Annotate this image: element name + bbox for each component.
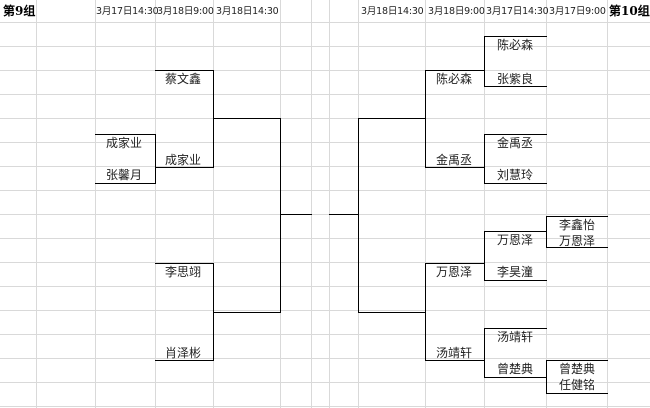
player-name[interactable]: 成家业: [106, 136, 143, 150]
bracket-line: [358, 312, 426, 313]
grid-row-line: [0, 334, 650, 335]
group-10-title: 第10组: [609, 4, 650, 18]
bracket-line: [213, 312, 281, 313]
bracket-line: [546, 216, 608, 217]
grid-row-line: [0, 262, 650, 263]
bracket-line: [358, 118, 359, 313]
bracket-line: [484, 86, 547, 87]
bracket-line: [484, 36, 547, 37]
player-name[interactable]: 任健铭: [559, 378, 596, 392]
player-name[interactable]: 李鑫怡: [559, 218, 596, 232]
grid-row-line: [0, 358, 650, 359]
player-name[interactable]: 金禹丞: [497, 136, 534, 150]
grid-column-line: [36, 0, 37, 408]
bracket-line: [484, 328, 485, 378]
player-name[interactable]: 肖泽彬: [165, 346, 202, 360]
player-name[interactable]: 金禹丞: [436, 153, 473, 167]
bracket-line: [155, 263, 214, 264]
bracket-line: [425, 70, 485, 71]
grid-column-line: [311, 0, 312, 408]
bracket-line: [213, 70, 214, 168]
bracket-line: [484, 36, 485, 87]
player-name[interactable]: 张紫良: [497, 72, 534, 86]
date-header-left-r2: 3月18日9:00: [157, 6, 214, 17]
bracket-line: [95, 183, 156, 184]
date-header-right-r2: 3月18日9:00: [428, 6, 485, 17]
player-name[interactable]: 张馨月: [106, 168, 143, 182]
bracket-line: [425, 70, 426, 168]
bracket-line: [213, 118, 281, 119]
date-header-right-r3: 3月18日14:30: [361, 6, 424, 17]
grid-row-line: [0, 94, 650, 95]
grid-row-line: [0, 166, 650, 167]
bracket-line: [484, 134, 485, 184]
bracket-line: [95, 134, 156, 135]
bracket-line: [155, 134, 156, 184]
player-name[interactable]: 成家业: [165, 153, 202, 167]
date-header-left-r3: 3月18日14:30: [216, 6, 279, 17]
bracket-line: [155, 70, 214, 71]
bracket-line: [425, 360, 485, 361]
bracket-line: [425, 263, 485, 264]
date-header-right-r1: 3月17日14:30: [486, 6, 549, 17]
bracket-line: [484, 134, 547, 135]
player-name[interactable]: 陈必森: [436, 72, 473, 86]
bracket-line: [546, 360, 608, 361]
grid-column-line: [546, 0, 547, 408]
bracket-line: [484, 231, 547, 232]
group-9-title: 第9组: [3, 4, 36, 18]
bracket-line: [155, 360, 214, 361]
bracket-line: [358, 118, 426, 119]
grid-row-line: [0, 22, 650, 23]
grid-row-line: [0, 46, 650, 47]
grid-row-line: [0, 190, 650, 191]
player-name[interactable]: 曾楚典: [497, 362, 534, 376]
bracket-line: [425, 167, 485, 168]
bracket-line: [484, 231, 485, 281]
date-header-right-r0: 3月17日9:00: [549, 6, 606, 17]
date-header-left-r1: 3月17日14:30: [96, 6, 159, 17]
grid-row-line: [0, 70, 650, 71]
player-name[interactable]: 汤靖轩: [436, 346, 473, 360]
bracket-line: [280, 118, 281, 313]
player-name[interactable]: 刘慧玲: [497, 168, 534, 182]
grid-row-line: [0, 286, 650, 287]
player-name[interactable]: 李昊潼: [497, 265, 534, 279]
bracket-line: [425, 263, 426, 361]
player-name[interactable]: 万恩泽: [436, 265, 473, 279]
bracket-final-line: [280, 214, 312, 215]
grid-column-line: [95, 0, 96, 408]
grid-row-line: [0, 238, 650, 239]
grid-column-line: [484, 0, 485, 408]
grid-row-line: [0, 142, 650, 143]
bracket-line: [484, 377, 547, 378]
grid-row-line: [0, 214, 650, 215]
grid-row-line: [0, 310, 650, 311]
player-name[interactable]: 汤靖轩: [497, 330, 534, 344]
bracket-line: [546, 393, 608, 394]
player-name[interactable]: 曾楚典: [559, 362, 596, 376]
bracket-line: [546, 247, 608, 248]
bracket-line: [484, 328, 547, 329]
grid-row-line: [0, 406, 650, 407]
bracket-final-line: [329, 214, 359, 215]
player-name[interactable]: 李思翊: [165, 265, 202, 279]
bracket-line: [484, 280, 547, 281]
player-name[interactable]: 陈必森: [497, 38, 534, 52]
bracket-line: [546, 360, 547, 394]
bracket-line: [484, 183, 547, 184]
grid-column-line: [425, 0, 426, 408]
grid-column-line: [607, 0, 608, 408]
player-name[interactable]: 万恩泽: [497, 233, 534, 247]
player-name[interactable]: 蔡文鑫: [165, 72, 202, 86]
player-name[interactable]: 万恩泽: [559, 234, 596, 248]
grid-row-line: [0, 118, 650, 119]
grid-row-line: [0, 382, 650, 383]
grid-column-line: [329, 0, 330, 408]
bracket-line: [155, 167, 214, 168]
grid-column-line: [155, 0, 156, 408]
bracket-line: [546, 216, 547, 248]
grid-column-line: [213, 0, 214, 408]
